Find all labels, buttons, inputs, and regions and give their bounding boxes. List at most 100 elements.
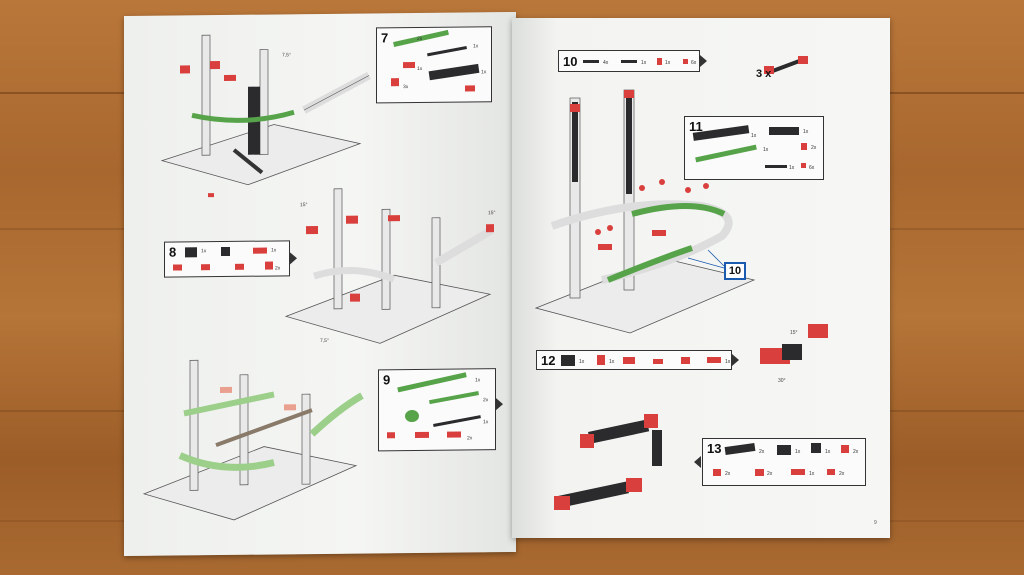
qty: 1x <box>789 165 795 171</box>
red-block <box>210 61 220 70</box>
qty: 1x <box>665 60 671 66</box>
red-block-part <box>173 264 182 271</box>
step-8-parts-box: 8 1x 1x 2x <box>164 240 290 278</box>
black-cube-part <box>811 443 821 453</box>
qty: 2x <box>417 35 423 42</box>
red-corner <box>580 434 594 448</box>
red-block-part <box>201 264 210 271</box>
step-pointer <box>694 456 701 468</box>
black-pillar-r2 <box>626 94 632 194</box>
angle-label: 7,5° <box>320 337 329 344</box>
qty: 2x <box>275 265 281 272</box>
step-number: 8 <box>169 244 177 260</box>
qty: 1x <box>795 449 801 455</box>
page-number: 9 <box>874 520 877 526</box>
green-track-right-2 <box>606 245 693 283</box>
green-track-3a <box>183 391 275 417</box>
black-assembly <box>782 344 802 360</box>
qty: 2x <box>759 449 765 455</box>
red-block <box>652 230 666 236</box>
tower-2a <box>333 188 343 310</box>
green-track-part <box>695 144 757 163</box>
step-number: 13 <box>707 441 722 456</box>
step-number: 9 <box>383 372 391 388</box>
red-block <box>306 226 318 235</box>
red-block <box>486 224 494 233</box>
connector-rod <box>769 58 803 74</box>
spiral-track <box>550 200 733 284</box>
track-2 <box>312 267 396 283</box>
qty: 2x <box>467 435 473 442</box>
angle-label: 15° <box>790 330 798 336</box>
step-pointer <box>700 55 707 67</box>
black-beam-part <box>428 63 480 81</box>
axle-1 <box>232 148 264 175</box>
step-callout: 10 <box>724 262 746 280</box>
red-block-part <box>707 357 721 363</box>
red-block <box>284 404 296 411</box>
black-beam-part <box>724 442 756 456</box>
red-block <box>180 65 190 74</box>
red-block <box>346 215 358 224</box>
red-block-part <box>683 59 688 64</box>
red-block <box>798 56 808 64</box>
black-beam-assembly <box>558 481 629 508</box>
qty: 2x <box>483 397 489 404</box>
red-block <box>764 66 774 74</box>
qty: 1x <box>481 69 487 76</box>
red-block-part <box>235 263 244 270</box>
qty: 1x <box>725 359 731 365</box>
right-page-illustrations <box>534 56 828 510</box>
step-number: 7 <box>381 30 389 46</box>
red-peg <box>659 179 665 185</box>
qty: 1x <box>475 377 481 384</box>
red-block-part <box>415 431 429 439</box>
qty: 1x <box>809 471 815 477</box>
step-pointer <box>496 398 503 411</box>
red-block-part <box>253 247 267 254</box>
qty: 6x <box>691 60 697 66</box>
red-block-part <box>841 445 849 453</box>
red-block-part <box>681 357 690 364</box>
qty: 2x <box>811 145 817 151</box>
red-block-part <box>801 163 806 168</box>
axle-part <box>583 60 599 63</box>
red-block-part <box>657 58 662 65</box>
red-block <box>224 74 236 82</box>
red-block-part <box>465 85 475 92</box>
qty: 1x <box>271 247 277 254</box>
qty: 1x <box>751 133 757 139</box>
red-peg <box>639 185 645 191</box>
step-12-parts-box: 12 1x 1x 1x <box>536 350 732 370</box>
black-beam-assembly <box>588 419 650 444</box>
green-connector-part <box>405 409 419 423</box>
qty: 1x <box>641 60 647 66</box>
tower-3a <box>189 359 199 491</box>
qty: 1x <box>579 359 585 365</box>
tower-1a <box>201 34 211 156</box>
red-block <box>388 215 400 222</box>
red-block-part <box>391 78 399 87</box>
red-block-part <box>713 469 721 476</box>
tower-3c <box>301 393 311 485</box>
qty: 1x <box>201 248 207 255</box>
green-track-1 <box>191 109 295 123</box>
black-pillar-r1 <box>572 102 578 182</box>
black-post <box>652 430 662 466</box>
qty: 2x <box>767 471 773 477</box>
left-page-illustrations <box>142 34 494 521</box>
qty: 1x <box>803 129 809 135</box>
red-block-part <box>265 261 273 270</box>
red-block-part <box>387 432 395 439</box>
tower-r1 <box>569 97 581 299</box>
red-peg <box>703 183 709 189</box>
left-page: 7 2x 1x 1x 1x 3x 7,5° 8 1x 1x 2x 15° 15°… <box>124 11 516 557</box>
qty: 1x <box>609 359 615 365</box>
tower-2b <box>381 208 391 310</box>
red-corner <box>626 478 642 492</box>
red-block-part <box>791 469 805 475</box>
qty: 6x <box>809 165 815 171</box>
red-block-part <box>597 355 605 365</box>
angle-label: 7,5° <box>282 52 291 59</box>
red-block <box>220 386 232 394</box>
